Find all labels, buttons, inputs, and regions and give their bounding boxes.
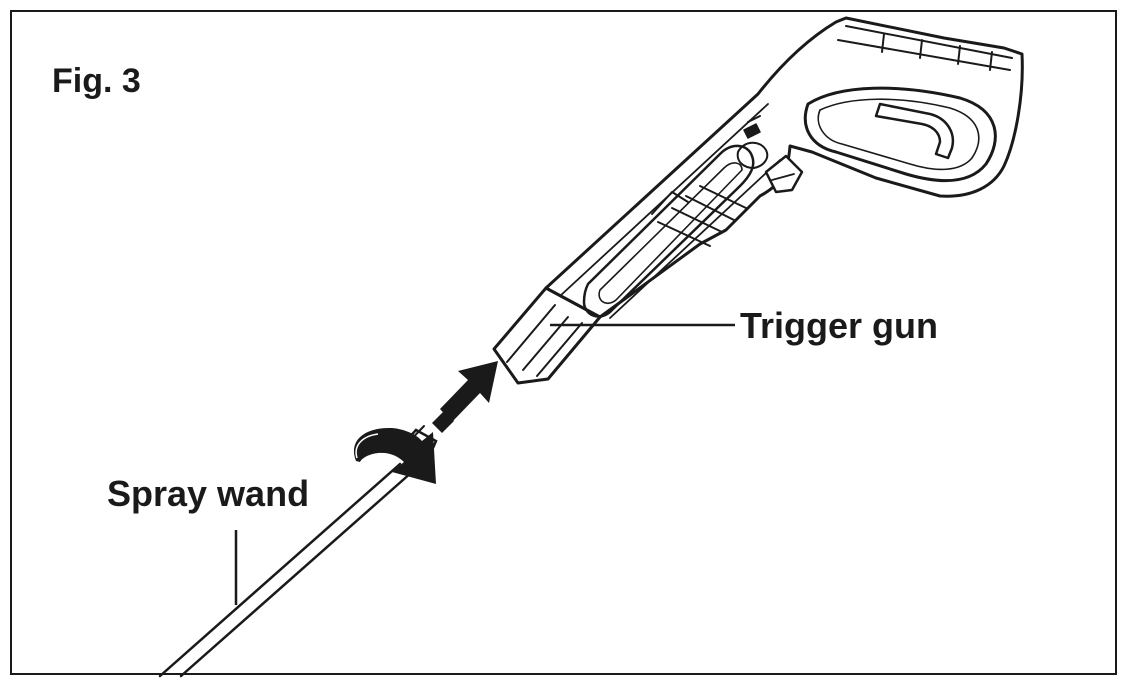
spray-wand-label: Spray wand (107, 473, 310, 514)
spray-wand (158, 425, 438, 678)
rotation-arrow-icon (353, 427, 436, 484)
figure-label: Fig. 3 (52, 62, 141, 100)
trigger-gun (492, 16, 1024, 385)
leader-lines (234, 323, 735, 605)
trigger-gun-label: Trigger gun (740, 305, 938, 346)
insert-arrow-icon (432, 361, 498, 433)
